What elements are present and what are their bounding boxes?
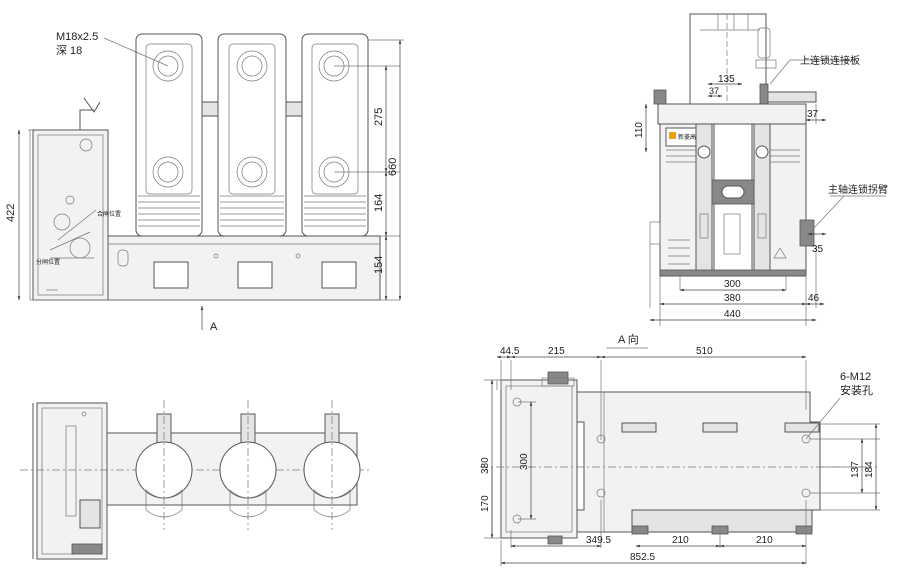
plan-view-a: A 向 6-M12 安装孔 44.5	[480, 332, 880, 566]
pole-2	[217, 33, 287, 237]
dim-46: 46	[808, 293, 820, 304]
top-view	[20, 400, 372, 560]
pole-3	[301, 33, 369, 237]
dim-110: 110	[634, 122, 645, 138]
dim-137: 137	[850, 461, 861, 478]
open-position-label: 分闸位置	[36, 258, 60, 266]
holes-name-label: 安装孔	[840, 383, 873, 397]
dim-215: 215	[548, 346, 565, 357]
pole-top	[689, 13, 767, 105]
dim-422: 422	[5, 204, 17, 222]
upper-plate-label: 上连锁连接板	[800, 54, 860, 67]
dim-300: 300	[724, 279, 741, 290]
depth-label: 深 18	[56, 44, 82, 57]
dim-37-right: 37	[807, 109, 819, 120]
dim-170: 170	[480, 495, 491, 512]
dim-300-plan: 300	[519, 453, 530, 470]
dim-37-top: 37	[709, 86, 719, 96]
dim-275: 275	[373, 108, 385, 126]
dim-164: 164	[373, 194, 385, 212]
top-pole-2	[219, 400, 277, 530]
side-view: 上连锁连接板 新菱高压 主轴连锁拐臂 135	[634, 13, 888, 326]
dim-510: 510	[696, 346, 713, 357]
dim-210-b: 210	[756, 535, 773, 546]
close-position-label: 合闸位置	[97, 210, 121, 218]
dim-852-5: 852.5	[630, 552, 655, 563]
holes-count-label: 6-M12	[840, 371, 871, 383]
dim-380-plan: 380	[480, 457, 491, 474]
dim-380: 380	[724, 293, 741, 304]
dim-184: 184	[864, 461, 875, 478]
dim-210-a: 210	[672, 535, 689, 546]
dim-349-5: 349.5	[586, 535, 611, 546]
view-a-title: A 向	[618, 332, 639, 346]
thread-label: M18x2.5	[56, 31, 98, 43]
dim-135: 135	[718, 74, 735, 85]
dim-44-5: 44.5	[500, 346, 520, 357]
mechanism-box	[32, 129, 109, 301]
dim-154: 154	[373, 256, 385, 274]
front-view: 合闸位置 分闸位置	[5, 31, 404, 333]
brand-label: 新菱高压	[678, 133, 702, 141]
dim-35: 35	[812, 244, 824, 255]
top-mechanism	[36, 402, 108, 560]
top-pole-1	[135, 400, 193, 530]
view-a-marker: A	[210, 321, 218, 333]
pole-1	[135, 33, 203, 237]
top-pole-3	[303, 400, 361, 530]
shaft-arm-label: 主轴连锁拐臂	[828, 183, 888, 196]
dim-660: 660	[387, 158, 399, 176]
dim-440: 440	[724, 309, 741, 320]
brand-logo	[669, 132, 676, 139]
